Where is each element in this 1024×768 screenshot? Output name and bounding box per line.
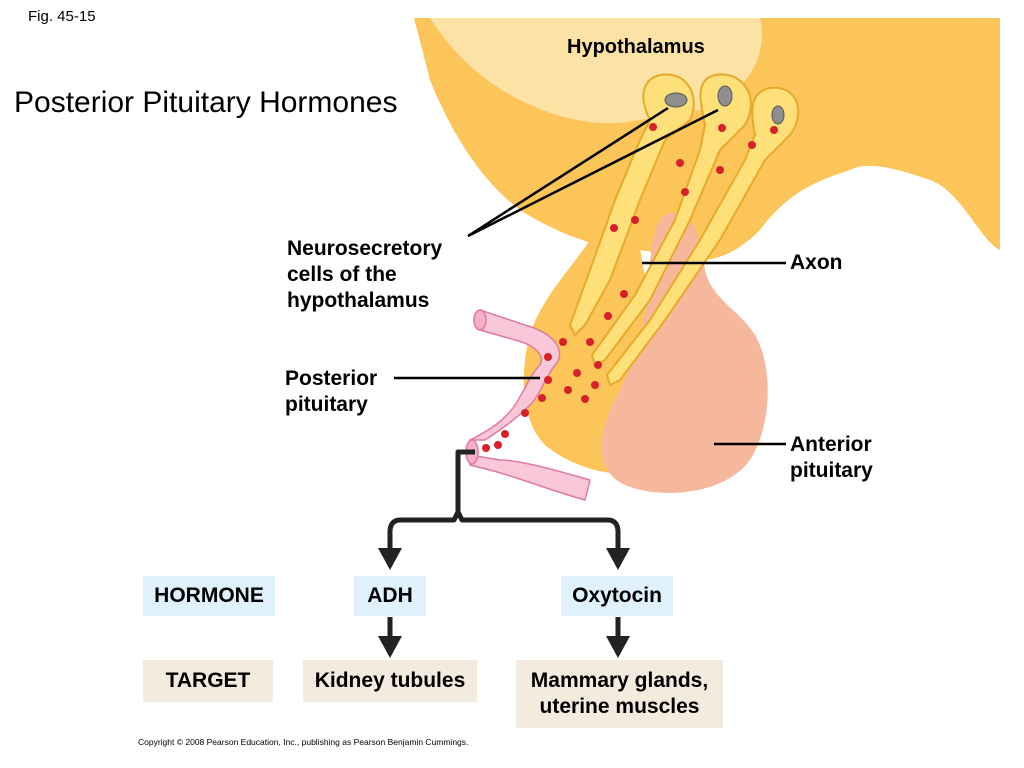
arrow-heads <box>378 548 630 658</box>
target-kidney-box: Kidney tubules <box>303 660 477 702</box>
nucleus-2 <box>717 85 733 107</box>
page-title: Posterior Pituitary Hormones <box>14 86 398 119</box>
vessel-end-top <box>473 309 487 331</box>
neuron-1 <box>568 73 695 337</box>
neurosecretory-cells-label: Neurosecretory cells of the hypothalamus <box>287 237 443 312</box>
nucleus-1 <box>664 92 688 108</box>
axon-label: Axon <box>790 251 843 274</box>
neurons <box>568 73 800 387</box>
nucleus-3 <box>771 105 785 125</box>
hormone-header-box: HORMONE <box>143 576 275 616</box>
leader-lines <box>394 106 786 446</box>
target-mammary-box: Mammary glands, uterine muscles <box>516 660 723 728</box>
hormone-oxytocin-box: Oxytocin <box>561 576 673 616</box>
anterior-pituitary-lobe <box>601 212 768 493</box>
secretory-granules <box>482 123 778 452</box>
hypothalamus-label: Hypothalamus <box>567 36 705 58</box>
anterior-pituitary-label: Anterior pituitary <box>790 433 873 482</box>
branch-arrows <box>387 449 621 640</box>
copyright-notice: Copyright © 2008 Pearson Education, Inc.… <box>138 737 469 747</box>
neuron-3 <box>605 86 800 387</box>
posterior-pituitary-label: Posterior pituitary <box>285 367 378 416</box>
hormone-adh-box: ADH <box>354 576 426 616</box>
figure-label: Fig. 45-15 <box>28 8 96 25</box>
target-header-box: TARGET <box>143 660 273 702</box>
hypothalamus-right-lobe <box>780 18 873 160</box>
